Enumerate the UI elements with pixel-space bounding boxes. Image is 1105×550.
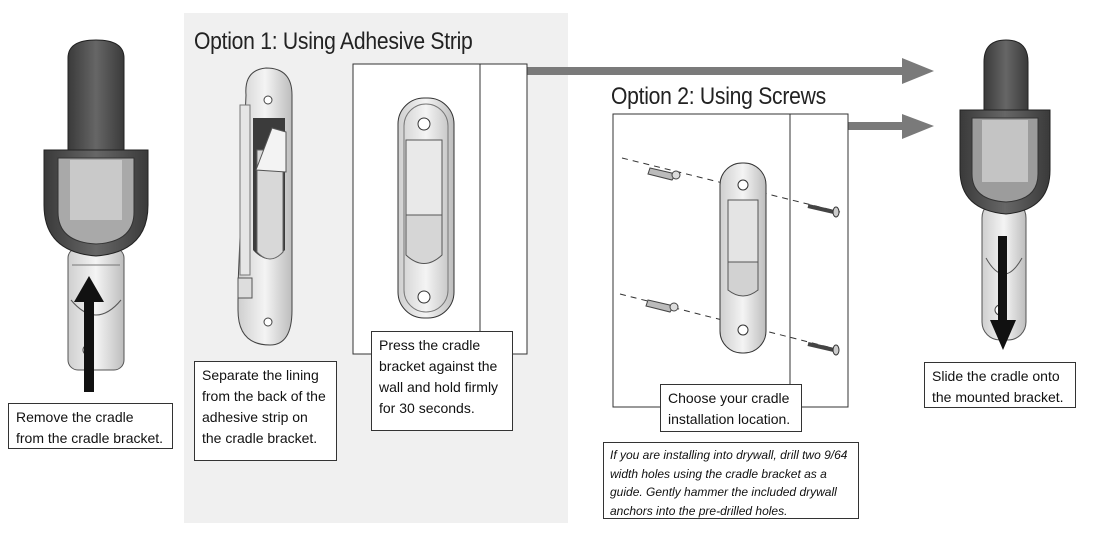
- caption-separate-lining: Separate the lining from the back of the…: [194, 361, 337, 461]
- cradle-slide-illustration: [959, 39, 1051, 350]
- screw-bottom: [807, 342, 840, 356]
- press-bracket-illustration: [352, 63, 528, 355]
- flow-arrow-top: [527, 58, 934, 84]
- drywall-note: If you are installing into drywall, dril…: [603, 442, 859, 519]
- anchor-bottom: [645, 299, 679, 313]
- caption-slide-cradle: Slide the cradle onto the mounted bracke…: [924, 362, 1076, 408]
- caption-remove-cradle: Remove the cradle from the cradle bracke…: [8, 403, 173, 449]
- bracket-peel-illustration: [237, 67, 293, 346]
- option1-title: Option 1: Using Adhesive Strip: [194, 28, 473, 55]
- screws-illustration: [612, 113, 849, 408]
- screw-top: [807, 204, 840, 218]
- flow-arrow-middle: [848, 114, 934, 139]
- cradle-remove-illustration: [43, 39, 149, 392]
- caption-press-bracket: Press the cradle bracket against the wal…: [371, 331, 513, 431]
- caption-choose-location: Choose your cradle installation location…: [660, 384, 802, 432]
- option2-title: Option 2: Using Screws: [611, 83, 826, 110]
- anchor-top: [647, 167, 681, 181]
